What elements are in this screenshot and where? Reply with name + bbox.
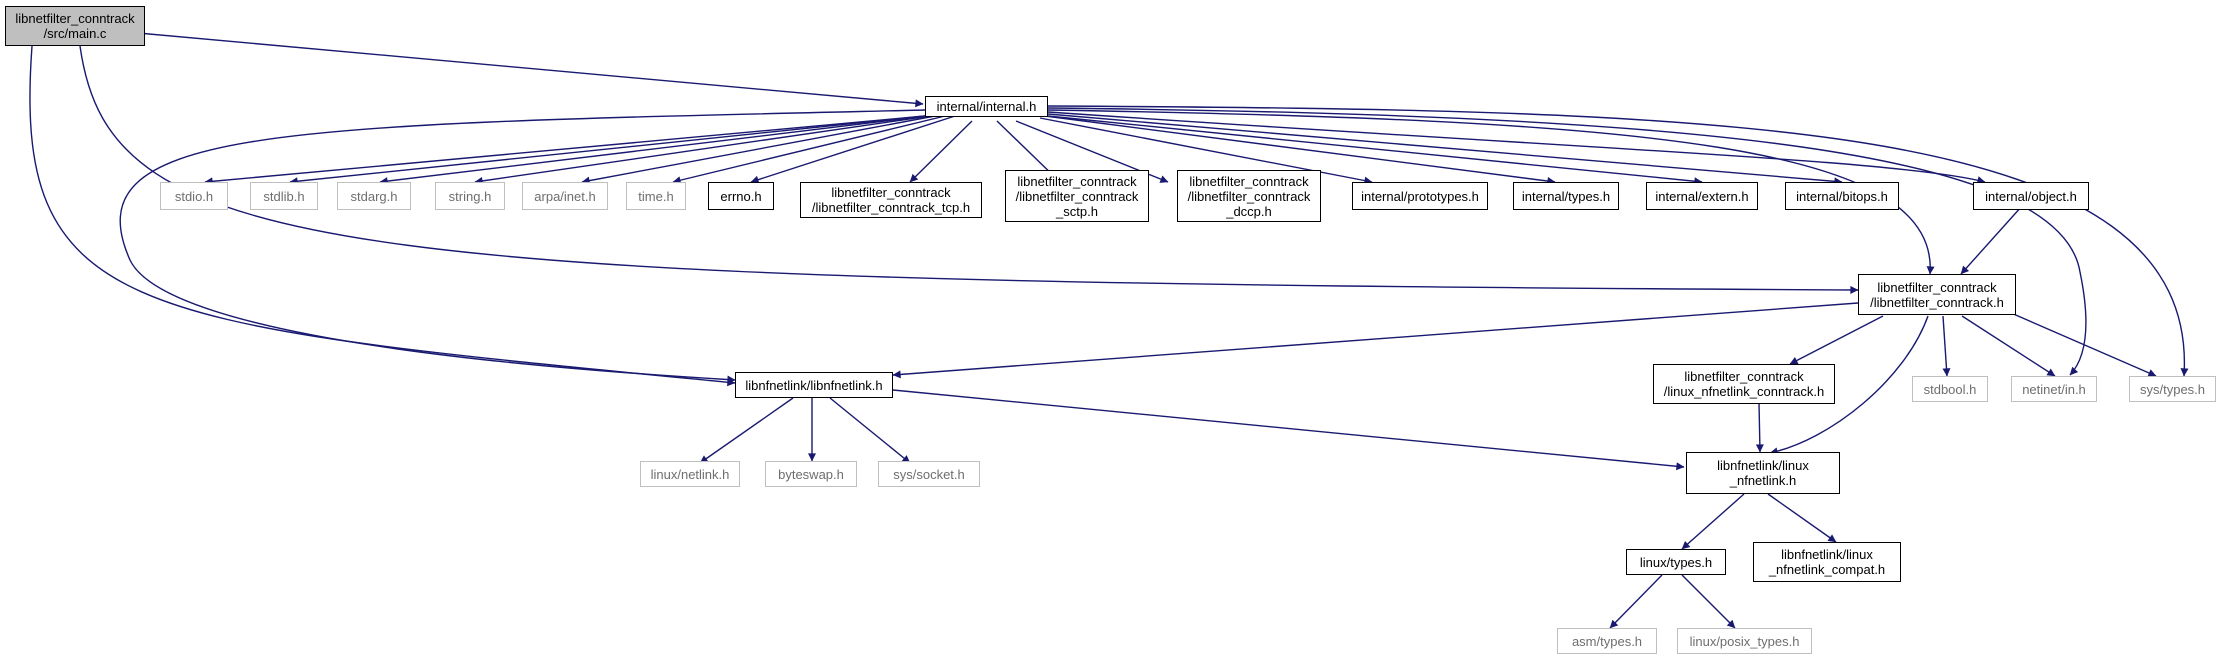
node-linux-netlink-h: linux/netlink.h (640, 461, 740, 487)
edge-internal-time (672, 115, 946, 185)
node-main-c[interactable]: libnetfilter_conntrack /src/main.c (5, 6, 145, 46)
edge-linuxnfnetlink-compat (1767, 493, 1837, 543)
edge-main-libnfnetlink (29, 45, 736, 387)
edge-libnfct-systypes (1994, 305, 2157, 377)
edge-internal-bitops (1047, 113, 1843, 186)
edge-internal-extern (1047, 115, 1703, 186)
node-sys-types-h: sys/types.h (2129, 376, 2216, 402)
node-arpa-inet-h: arpa/inet.h (522, 182, 608, 210)
edge-main-internal (137, 32, 924, 108)
node-posix-types-h: linux/posix_types.h (1677, 628, 1812, 654)
node-byteswap-h: byteswap.h (765, 461, 857, 487)
node-prototypes-h[interactable]: internal/prototypes.h (1352, 182, 1488, 210)
node-linux-nfnetlink-conntrack-h[interactable]: libnetfilter_conntrack /linux_nfnetlink_… (1653, 364, 1835, 404)
edge-main-libnfct (79, 45, 1859, 294)
node-stdarg-h: stdarg.h (337, 182, 411, 210)
edge-internal-stdio (204, 115, 926, 186)
edge-libnfnetlink-socket (829, 397, 911, 464)
edge-internal-libnfnetlink (119, 109, 926, 384)
edge-internal-libnfct (1047, 109, 1935, 275)
edge-libnfct-linuxnfnetlink (1769, 315, 1929, 456)
node-linux-nfnetlink-h[interactable]: libnfnetlink/linux _nfnetlink.h (1686, 452, 1840, 494)
node-sys-socket-h: sys/socket.h (878, 461, 980, 487)
edge-libnfct-libnfnetlink (892, 302, 1859, 379)
node-object-h[interactable]: internal/object.h (1973, 182, 2089, 210)
edge-libnfnetlink-linuxnfnetlink (892, 389, 1685, 471)
edge-internal-stdarg (379, 115, 928, 186)
edge-internal-systypes (1047, 105, 2189, 377)
node-time-h: time.h (626, 182, 686, 210)
edge-libnfct-nfnlct (1789, 315, 1884, 365)
edge-internal-arpa (581, 115, 936, 185)
node-conntrack-tcp-h[interactable]: libnetfilter_conntrack /libnetfilter_con… (800, 182, 982, 218)
node-types-h[interactable]: internal/types.h (1513, 182, 1619, 210)
node-netinet-in-h: netinet/in.h (2011, 376, 2097, 402)
edge-nfnlct-linuxnfnetlink (1755, 402, 1764, 453)
edge-internal-tcp (909, 120, 973, 183)
node-stdio-h: stdio.h (160, 182, 228, 210)
edge-object-libnfct (1960, 205, 2023, 275)
node-conntrack-sctp-h[interactable]: libnetfilter_conntrack /libnetfilter_con… (1005, 170, 1149, 222)
node-linux-types-h[interactable]: linux/types.h (1626, 549, 1726, 575)
node-errno-h[interactable]: errno.h (708, 182, 774, 210)
edge-internal-stdlib (289, 115, 926, 186)
edge-internal-errno (750, 115, 956, 184)
edge-internal-types (1044, 115, 1556, 185)
node-conntrack-dccp-h[interactable]: libnetfilter_conntrack /libnetfilter_con… (1177, 170, 1321, 222)
edge-linuxnfnetlink-linuxtypes (1681, 493, 1745, 550)
edge-libnfnetlink-netlink (699, 397, 794, 464)
node-nfnetlink-compat-h[interactable]: libnfnetlink/linux _nfnetlink_compat.h (1753, 542, 1901, 582)
node-bitops-h[interactable]: internal/bitops.h (1785, 182, 1899, 210)
edge-internal-string (474, 115, 931, 185)
node-stdbool-h: stdbool.h (1912, 376, 1988, 402)
node-asm-types-h: asm/types.h (1557, 628, 1657, 654)
node-libnetfilter-conntrack-h[interactable]: libnetfilter_conntrack /libnetfilter_con… (1858, 274, 2016, 315)
edge-linuxtypes-posix (1681, 574, 1736, 629)
edge-internal-netinet (1047, 107, 2087, 376)
edge-linuxtypes-asm (1609, 574, 1663, 629)
edge-libnfct-netinet (1961, 315, 2056, 377)
node-stdlib-h: stdlib.h (250, 182, 318, 210)
edge-libnfct-stdbool (1942, 315, 1951, 377)
node-internal-h[interactable]: internal/internal.h (925, 96, 1048, 117)
node-extern-h[interactable]: internal/extern.h (1646, 182, 1758, 210)
node-string-h: string.h (435, 182, 505, 210)
node-libnfnetlink-h[interactable]: libnfnetlink/libnfnetlink.h (735, 372, 893, 398)
